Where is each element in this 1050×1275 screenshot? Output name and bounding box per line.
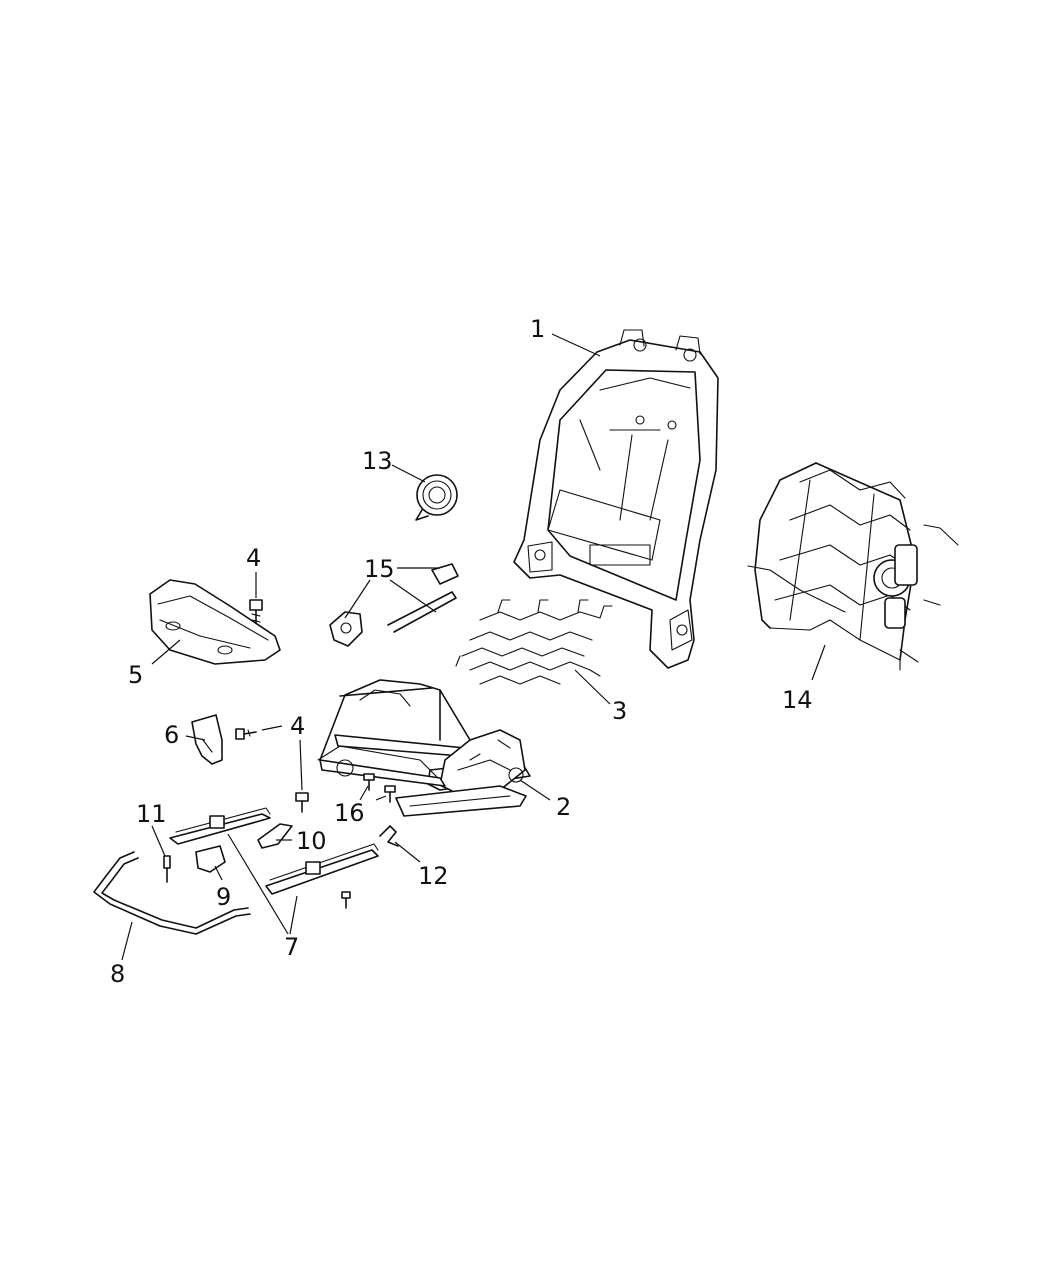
callout-labels: 1 2 3 4 4 5 6 7 8 9 10 11 12 13 14 15 16 — [110, 315, 813, 988]
callout-14: 14 — [782, 686, 813, 714]
leader-lines — [121, 333, 826, 961]
callout-6: 6 — [164, 721, 179, 749]
callout-3: 3 — [612, 697, 627, 725]
callout-16: 16 — [334, 799, 365, 827]
callout-11: 11 — [136, 800, 167, 828]
callout-8: 8 — [110, 960, 125, 988]
seat-back-frame — [513, 329, 719, 669]
callout-5: 5 — [128, 661, 143, 689]
recliner-spring — [415, 474, 458, 521]
callout-4-upper: 4 — [246, 544, 261, 572]
seat-adjuster-frame — [317, 679, 531, 817]
actuator-cable-assembly — [329, 563, 459, 647]
bracket-6 — [191, 714, 223, 765]
seat-side-shield — [149, 579, 281, 665]
callout-10: 10 — [296, 827, 327, 855]
callout-15: 15 — [364, 555, 395, 583]
callout-7: 7 — [284, 933, 299, 961]
bolt-track — [295, 792, 309, 813]
callout-2: 2 — [556, 793, 571, 821]
bolt-lower — [235, 728, 257, 740]
bracket-10 — [257, 823, 293, 849]
bolt-upper — [249, 599, 263, 629]
callout-1: 1 — [530, 315, 545, 343]
clip-9 — [195, 845, 226, 873]
bolts-16 — [363, 773, 396, 803]
callout-4-lower: 4 — [290, 712, 305, 740]
callout-13: 13 — [362, 447, 393, 475]
seat-tracks — [169, 807, 379, 909]
callout-9: 9 — [216, 883, 231, 911]
callout-12: 12 — [418, 862, 449, 890]
wire-tube-8 — [93, 851, 251, 935]
seat-cushion-springs — [455, 599, 613, 685]
pin-11 — [163, 855, 171, 883]
lumbar-support-mat — [747, 462, 959, 671]
clip-12 — [379, 825, 399, 847]
